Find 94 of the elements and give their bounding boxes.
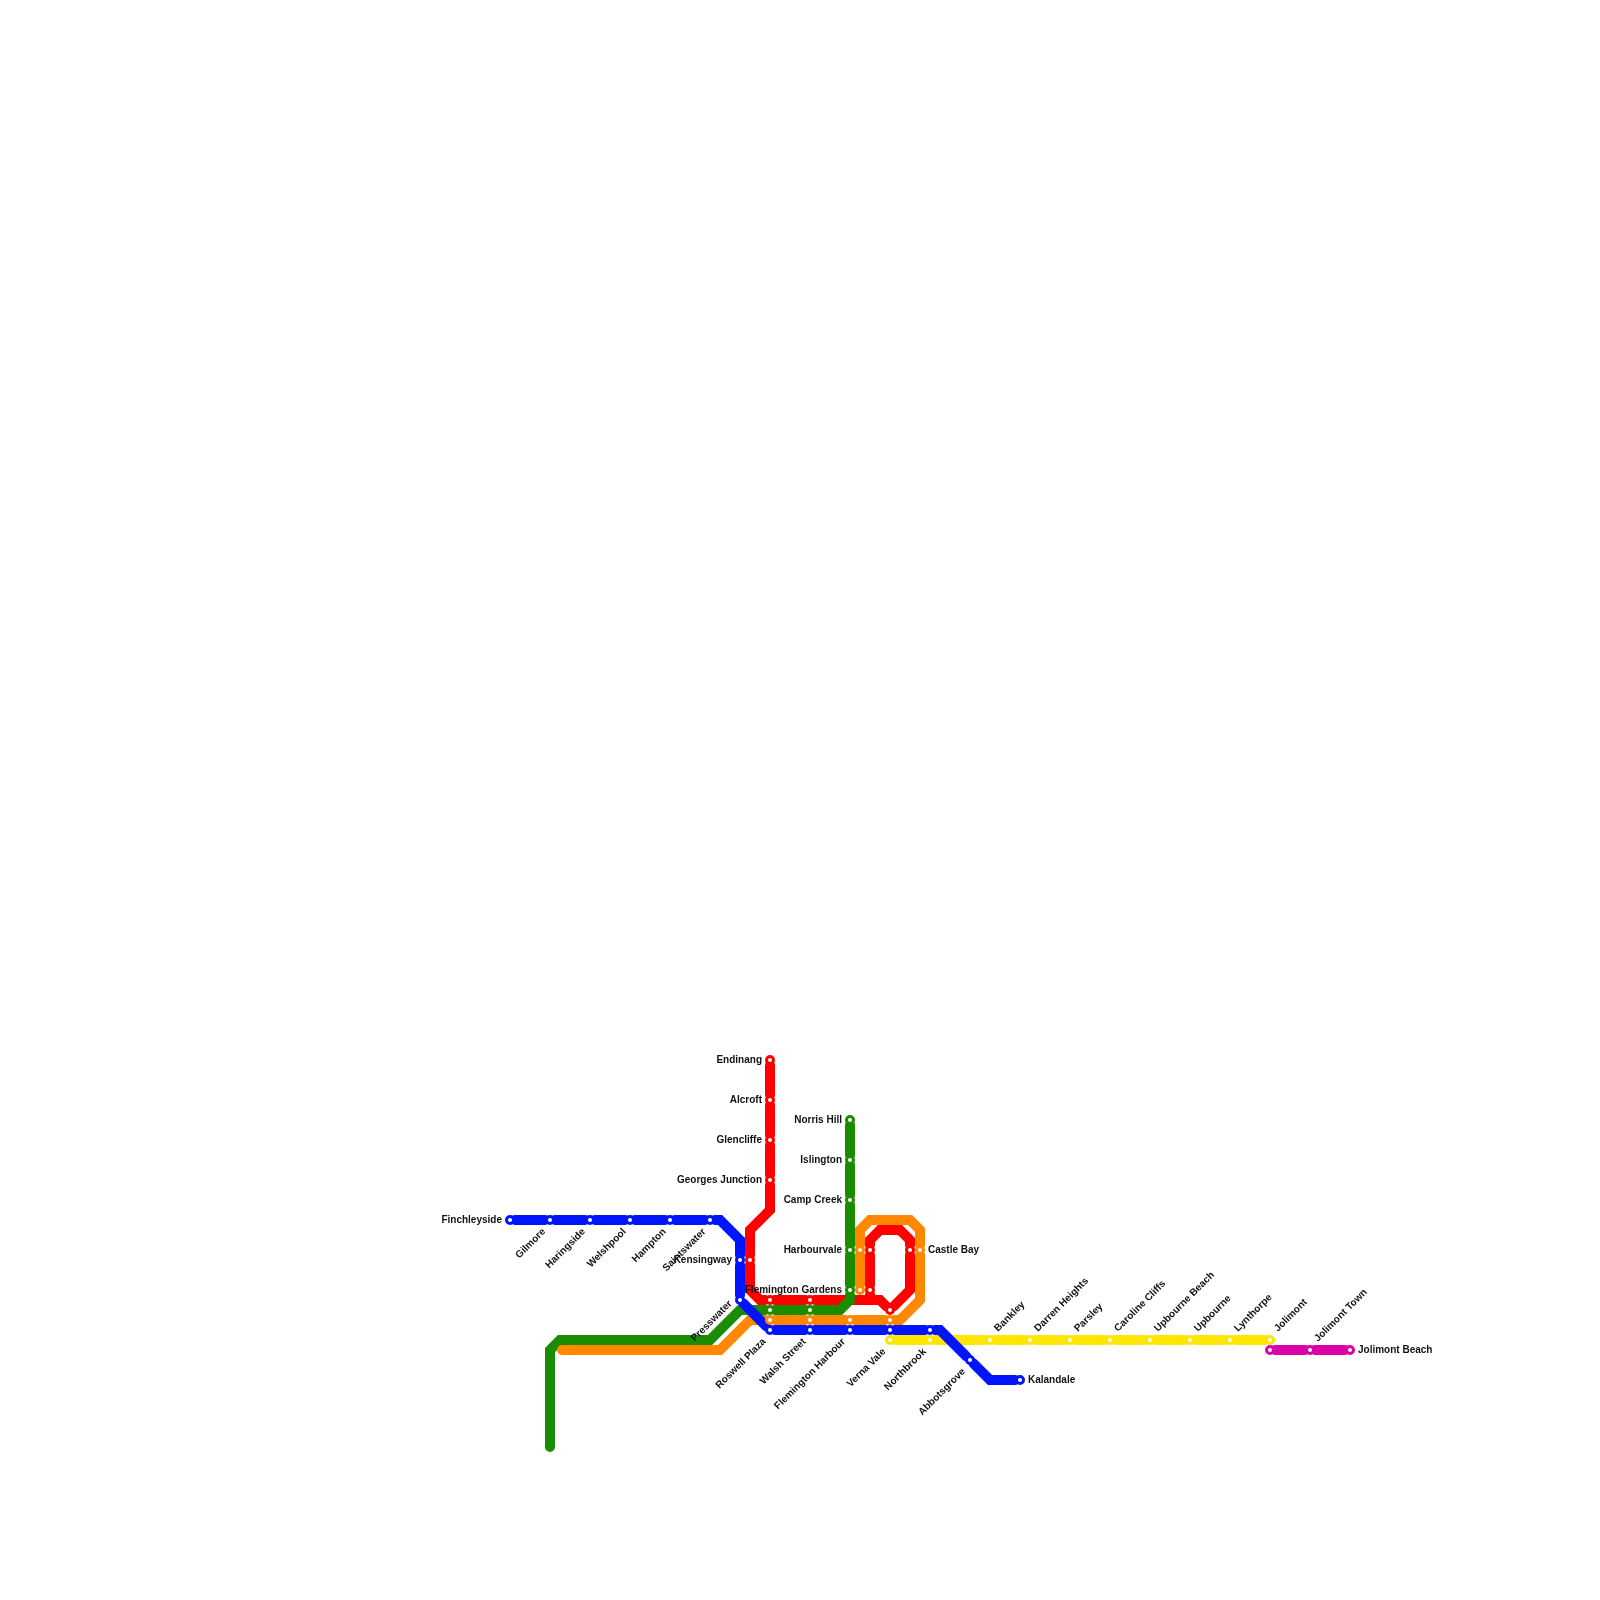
metro-line [1270,1345,1310,1355]
station-marker [885,1335,895,1345]
station-marker [1305,1345,1315,1355]
metro-line [930,1325,972,1362]
station-label: Camp Creek [783,1194,842,1206]
metro-line [545,1305,770,1452]
station-label: Georges Junction [677,1174,762,1186]
station-marker [1225,1335,1235,1345]
station-marker [765,1055,775,1065]
station-marker [845,1325,855,1335]
station-label: Kalandale [1028,1374,1076,1386]
metro-line [855,1215,925,1250]
metro-line [810,1315,850,1325]
metro-line [865,1225,915,1250]
station-marker [1025,1335,1035,1345]
metro-line [1310,1345,1350,1355]
metro-line [888,1250,915,1312]
station-label: Jolimont Beach [1358,1344,1433,1356]
station-marker [545,1215,555,1225]
station-marker [1345,1345,1355,1355]
station-marker [705,1215,715,1225]
station-label: Norris Hill [794,1114,842,1126]
station-marker [505,1215,515,1225]
station-marker [965,1355,975,1365]
station-marker [845,1195,855,1205]
metro-line [810,1290,855,1315]
metro-line [1190,1335,1230,1345]
station-marker [925,1335,935,1345]
metro-line [890,1325,930,1335]
metro-line [765,1100,775,1140]
metro-line [590,1215,630,1225]
station-marker [1265,1345,1275,1355]
metro-line [770,1305,810,1315]
metro-line [557,1315,770,1355]
station-marker [735,1295,745,1305]
station-marker [865,1285,875,1295]
station-marker [1145,1335,1155,1345]
metro-line [968,1358,1020,1385]
station-label: Castle Bay [928,1244,980,1256]
station-marker [805,1325,815,1335]
metro-line [1150,1335,1190,1345]
metro-line [1230,1335,1270,1345]
metro-line [765,1140,775,1180]
metro-line [865,1250,875,1290]
metro-line [930,1335,990,1345]
metro-line [845,1120,855,1160]
metro-line [510,1215,550,1225]
station-label: Islington [800,1154,842,1166]
metro-line [745,1260,770,1305]
station-marker [845,1115,855,1125]
metro-line [890,1335,930,1345]
station-label: Endinang [716,1054,762,1066]
station-marker [585,1215,595,1225]
metro-line [550,1215,590,1225]
station-marker [765,1325,775,1335]
metro-line [850,1325,890,1335]
station-marker [1065,1335,1075,1345]
station-marker [625,1215,635,1225]
metro-line [890,1250,925,1325]
metro-line [745,1180,775,1260]
station-marker [765,1175,775,1185]
metro-line [845,1200,855,1250]
station-marker [765,1095,775,1105]
station-label: Glencliffe [716,1134,762,1146]
station-label: Alcroft [729,1094,762,1106]
metro-line [630,1215,670,1225]
station-marker [765,1135,775,1145]
station-label: Harbourvale [783,1244,842,1256]
metro-line [845,1160,855,1200]
metro-line [670,1215,710,1225]
metro-line [770,1315,810,1325]
metro-line [990,1335,1030,1345]
metro-line [865,1290,892,1312]
metro-line [765,1060,775,1100]
metro-line [855,1250,865,1290]
station-marker [915,1245,925,1255]
metro-line [810,1325,850,1335]
metro-line [735,1260,745,1300]
station-marker [1185,1335,1195,1345]
metro-line [1030,1335,1070,1345]
metro-line [845,1250,855,1290]
metro-line [1110,1335,1150,1345]
station-marker [665,1215,675,1225]
station-marker [865,1245,875,1255]
station-marker [1015,1375,1025,1385]
metro-line [770,1295,810,1305]
metro-line [1070,1335,1110,1345]
station-marker [1105,1335,1115,1345]
metro-line [850,1315,890,1325]
station-marker [845,1155,855,1165]
station-marker [985,1335,995,1345]
station-label: Finchleyside [441,1214,502,1226]
station-marker [745,1255,755,1265]
metro-line [770,1325,810,1335]
